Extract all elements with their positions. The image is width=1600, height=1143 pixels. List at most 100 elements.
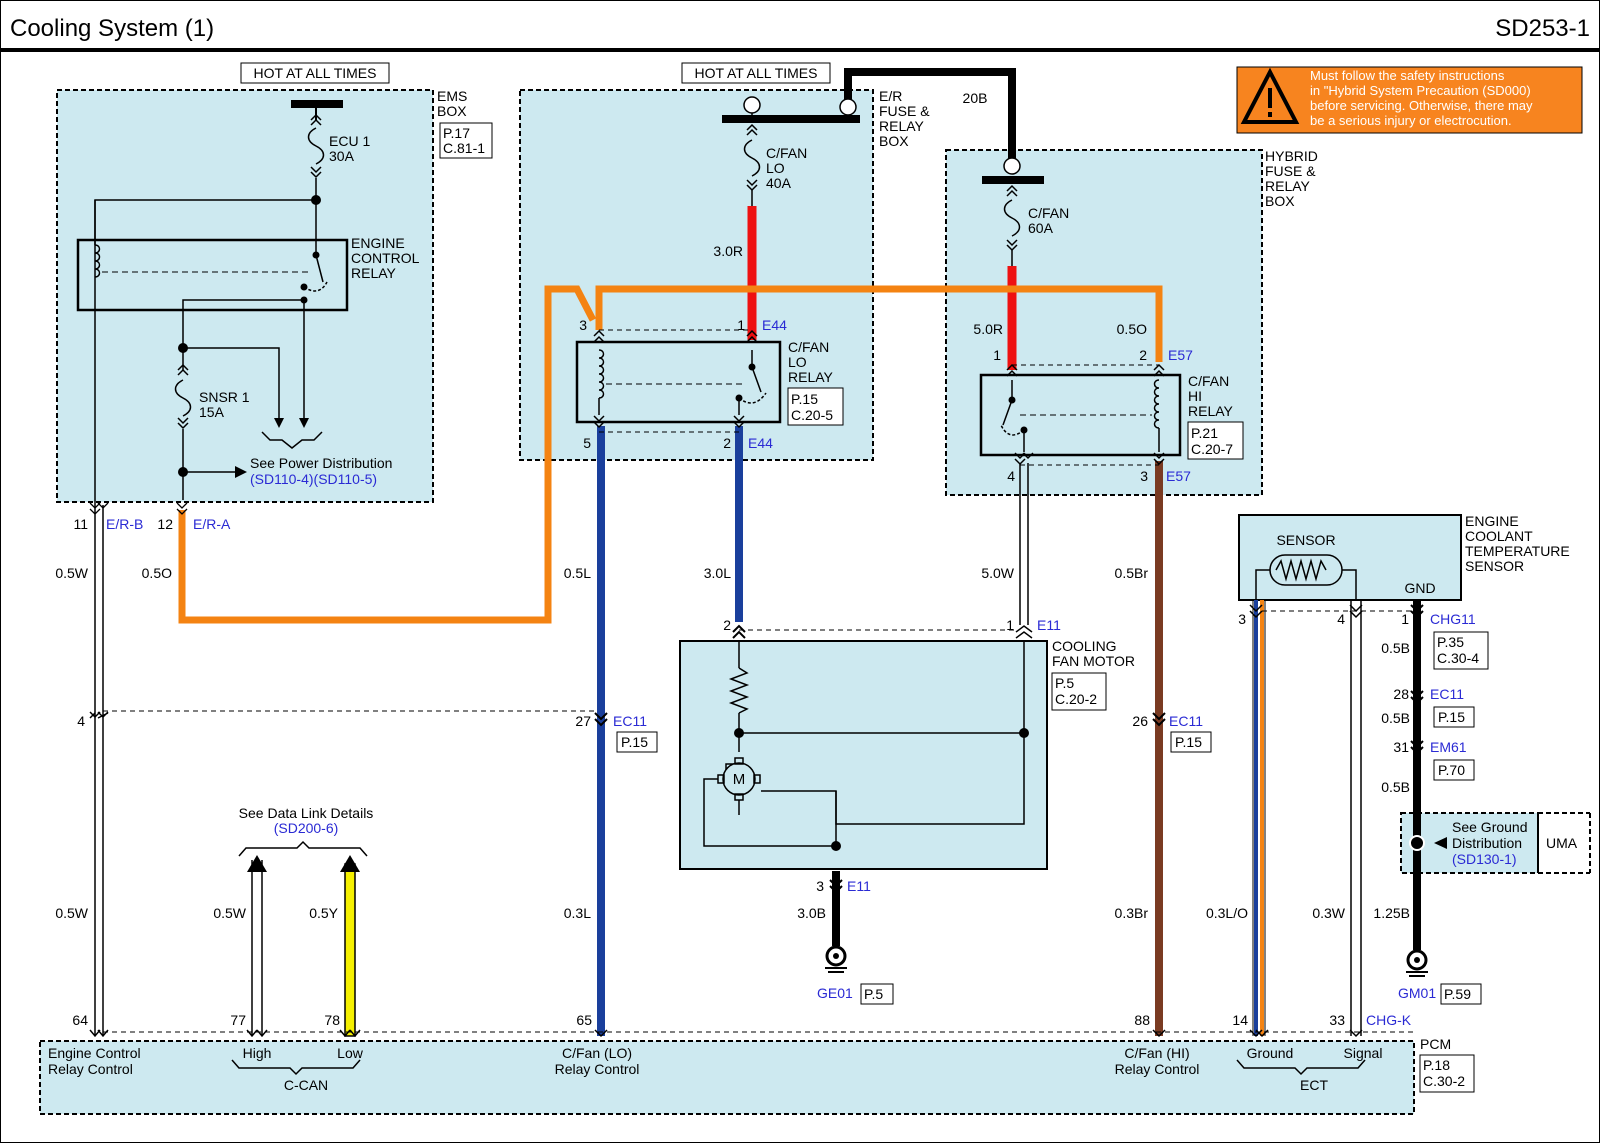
pin-number: 14 (1232, 1012, 1248, 1028)
fuse-cfan-hi-icon (1003, 199, 1021, 237)
fuse-name: C/FAN (1028, 205, 1069, 221)
ems-box-internals (76, 100, 349, 515)
engine-control-relay-body (76, 238, 349, 312)
wire-label: 0.5O (142, 565, 172, 581)
pcm-function-label: Low (337, 1045, 364, 1061)
pin-number: 5 (583, 435, 591, 451)
page-ref: P.15 (1438, 709, 1465, 725)
fuse-terminal-icon (1003, 157, 1021, 175)
wiring-split-icon (261, 431, 323, 449)
wire-label: 0.5B (1381, 710, 1410, 726)
svg-text:SENSOR: SENSOR (1276, 532, 1335, 548)
component-panels (39, 89, 1591, 1115)
wire-label: 0.5W (55, 565, 88, 581)
connector-id: EC11 (1430, 686, 1464, 702)
pin-number: 2 (723, 435, 731, 451)
connector-labels: 4 27 EC11 P.15 26 EC11 P.15 2 1 E11 3 E1… (77, 611, 1489, 894)
page-ref: P.17 (443, 125, 470, 141)
wire-label: 0.5Br (1115, 565, 1149, 581)
fuse-ecu1-icon (307, 127, 325, 165)
pin-number: 1 (737, 317, 745, 333)
pin-number: 4 (1337, 611, 1345, 627)
pin-number: 4 (77, 713, 85, 729)
pin-number: 2 (1139, 347, 1147, 363)
ground-icon (1406, 949, 1428, 971)
box-name: BOX (437, 103, 467, 119)
gnd-label: GND (1404, 580, 1435, 596)
connector-markers (89, 604, 1424, 894)
wire-label: 5.0R (973, 321, 1003, 337)
page-ref: P.15 (621, 734, 648, 750)
cfan-hi-relay-body (979, 373, 1182, 457)
connector-id: E/R-B (106, 516, 143, 532)
wire-label: 0.3W (1312, 905, 1345, 921)
wire-0-5o (178, 285, 597, 624)
power-distribution-link[interactable]: (SD110-4)(SD110-5) (250, 471, 377, 487)
relay-name: RELAY (351, 265, 397, 281)
pcm-function-label: Ground (1247, 1045, 1294, 1061)
wire-label: 0.5O (1117, 321, 1147, 337)
ground-id: GM01 (1398, 985, 1436, 1001)
ground-distribution-link[interactable]: (SD130-1) (1452, 851, 1517, 867)
fuse-rating: 15A (199, 404, 225, 420)
box-name: HYBRID (1265, 148, 1318, 164)
box-name: EMS (437, 88, 467, 104)
cooling-fan-motor (703, 641, 1029, 851)
hybrid-box-internals (979, 157, 1182, 466)
cooling-fan-motor-labels: M COOLING FAN MOTOR P.5 C.20-2 (733, 638, 1135, 788)
box-name: FUSE & (879, 103, 930, 119)
ground-note: Distribution (1452, 835, 1522, 851)
connector-id: E57 (1168, 347, 1193, 363)
page-ref: P.18 (1423, 1057, 1450, 1073)
connector-id: E11 (847, 878, 871, 894)
mid-wire-labels: 0.5W 0.5O 0.5L 3.0L 5.0W 0.5Br 0.5B 0.5B… (55, 565, 1410, 921)
box-name: RELAY (879, 118, 925, 134)
pcm-group-label: C-CAN (284, 1077, 328, 1093)
page-ref: P.59 (1444, 986, 1471, 1002)
component-name: TEMPERATURE (1465, 543, 1570, 559)
ground-distribution: See Ground Distribution (SD130-1) UMA (1409, 819, 1578, 867)
component-name: COOLING (1052, 638, 1117, 654)
connector-ref: C.20-2 (1055, 691, 1097, 707)
svg-text:be a serious injury or electro: be a serious injury or electrocution. (1310, 113, 1512, 128)
cooling-fan-motor-panel (679, 640, 1048, 870)
pin-number: 3 (816, 878, 824, 894)
pin-number: 28 (1393, 686, 1409, 702)
cfan-lo-relay-body (575, 340, 782, 424)
wire-label: 0.3L/O (1206, 905, 1248, 921)
connector-id: EC11 (1169, 713, 1203, 729)
wire-label: 0.5Y (309, 905, 338, 921)
relay-name: ENGINE (351, 235, 405, 251)
data-link-link[interactable]: (SD200-6) (274, 820, 339, 836)
pin-number: 12 (157, 516, 173, 532)
relay-name: CONTROL (351, 250, 420, 266)
pcm-panel (39, 1040, 1415, 1115)
wire-label: 5.0W (981, 565, 1014, 581)
box-name: BOX (1265, 193, 1295, 209)
pcm-pins: 64 77 78 65 88 14 33 CHG-K (72, 1012, 1411, 1028)
page-code: SD253-1 (1495, 15, 1590, 42)
wire-label: 0.5W (55, 905, 88, 921)
fuse-name: LO (766, 160, 785, 176)
pcm-labels: Engine Control Relay Control High Low C-… (48, 1036, 1475, 1093)
ground-labels: GE01 P.5 GM01 P.59 (817, 983, 1482, 1005)
pin-number: 2 (723, 617, 731, 633)
component-name: FAN MOTOR (1052, 653, 1135, 669)
pcm-function-label: Relay Control (1115, 1061, 1200, 1077)
pcm-pin-markers (89, 1029, 1363, 1038)
relay-name: RELAY (1188, 403, 1234, 419)
pcm-function-label: Engine Control (48, 1045, 141, 1061)
fuse-rating: 30A (329, 148, 355, 164)
pin-number: 26 (1132, 713, 1148, 729)
connector-id: CHG11 (1430, 611, 1476, 627)
connector-id: EC11 (613, 713, 647, 729)
pin-number: 88 (1134, 1012, 1150, 1028)
pin-number: 11 (73, 516, 88, 532)
connector-ref: C.30-4 (1437, 650, 1479, 666)
pin-number: 1 (993, 347, 1001, 363)
fuse-rating: 60A (1028, 220, 1054, 236)
wire-label: 1.25B (1373, 905, 1410, 921)
motor-icon (722, 762, 756, 796)
